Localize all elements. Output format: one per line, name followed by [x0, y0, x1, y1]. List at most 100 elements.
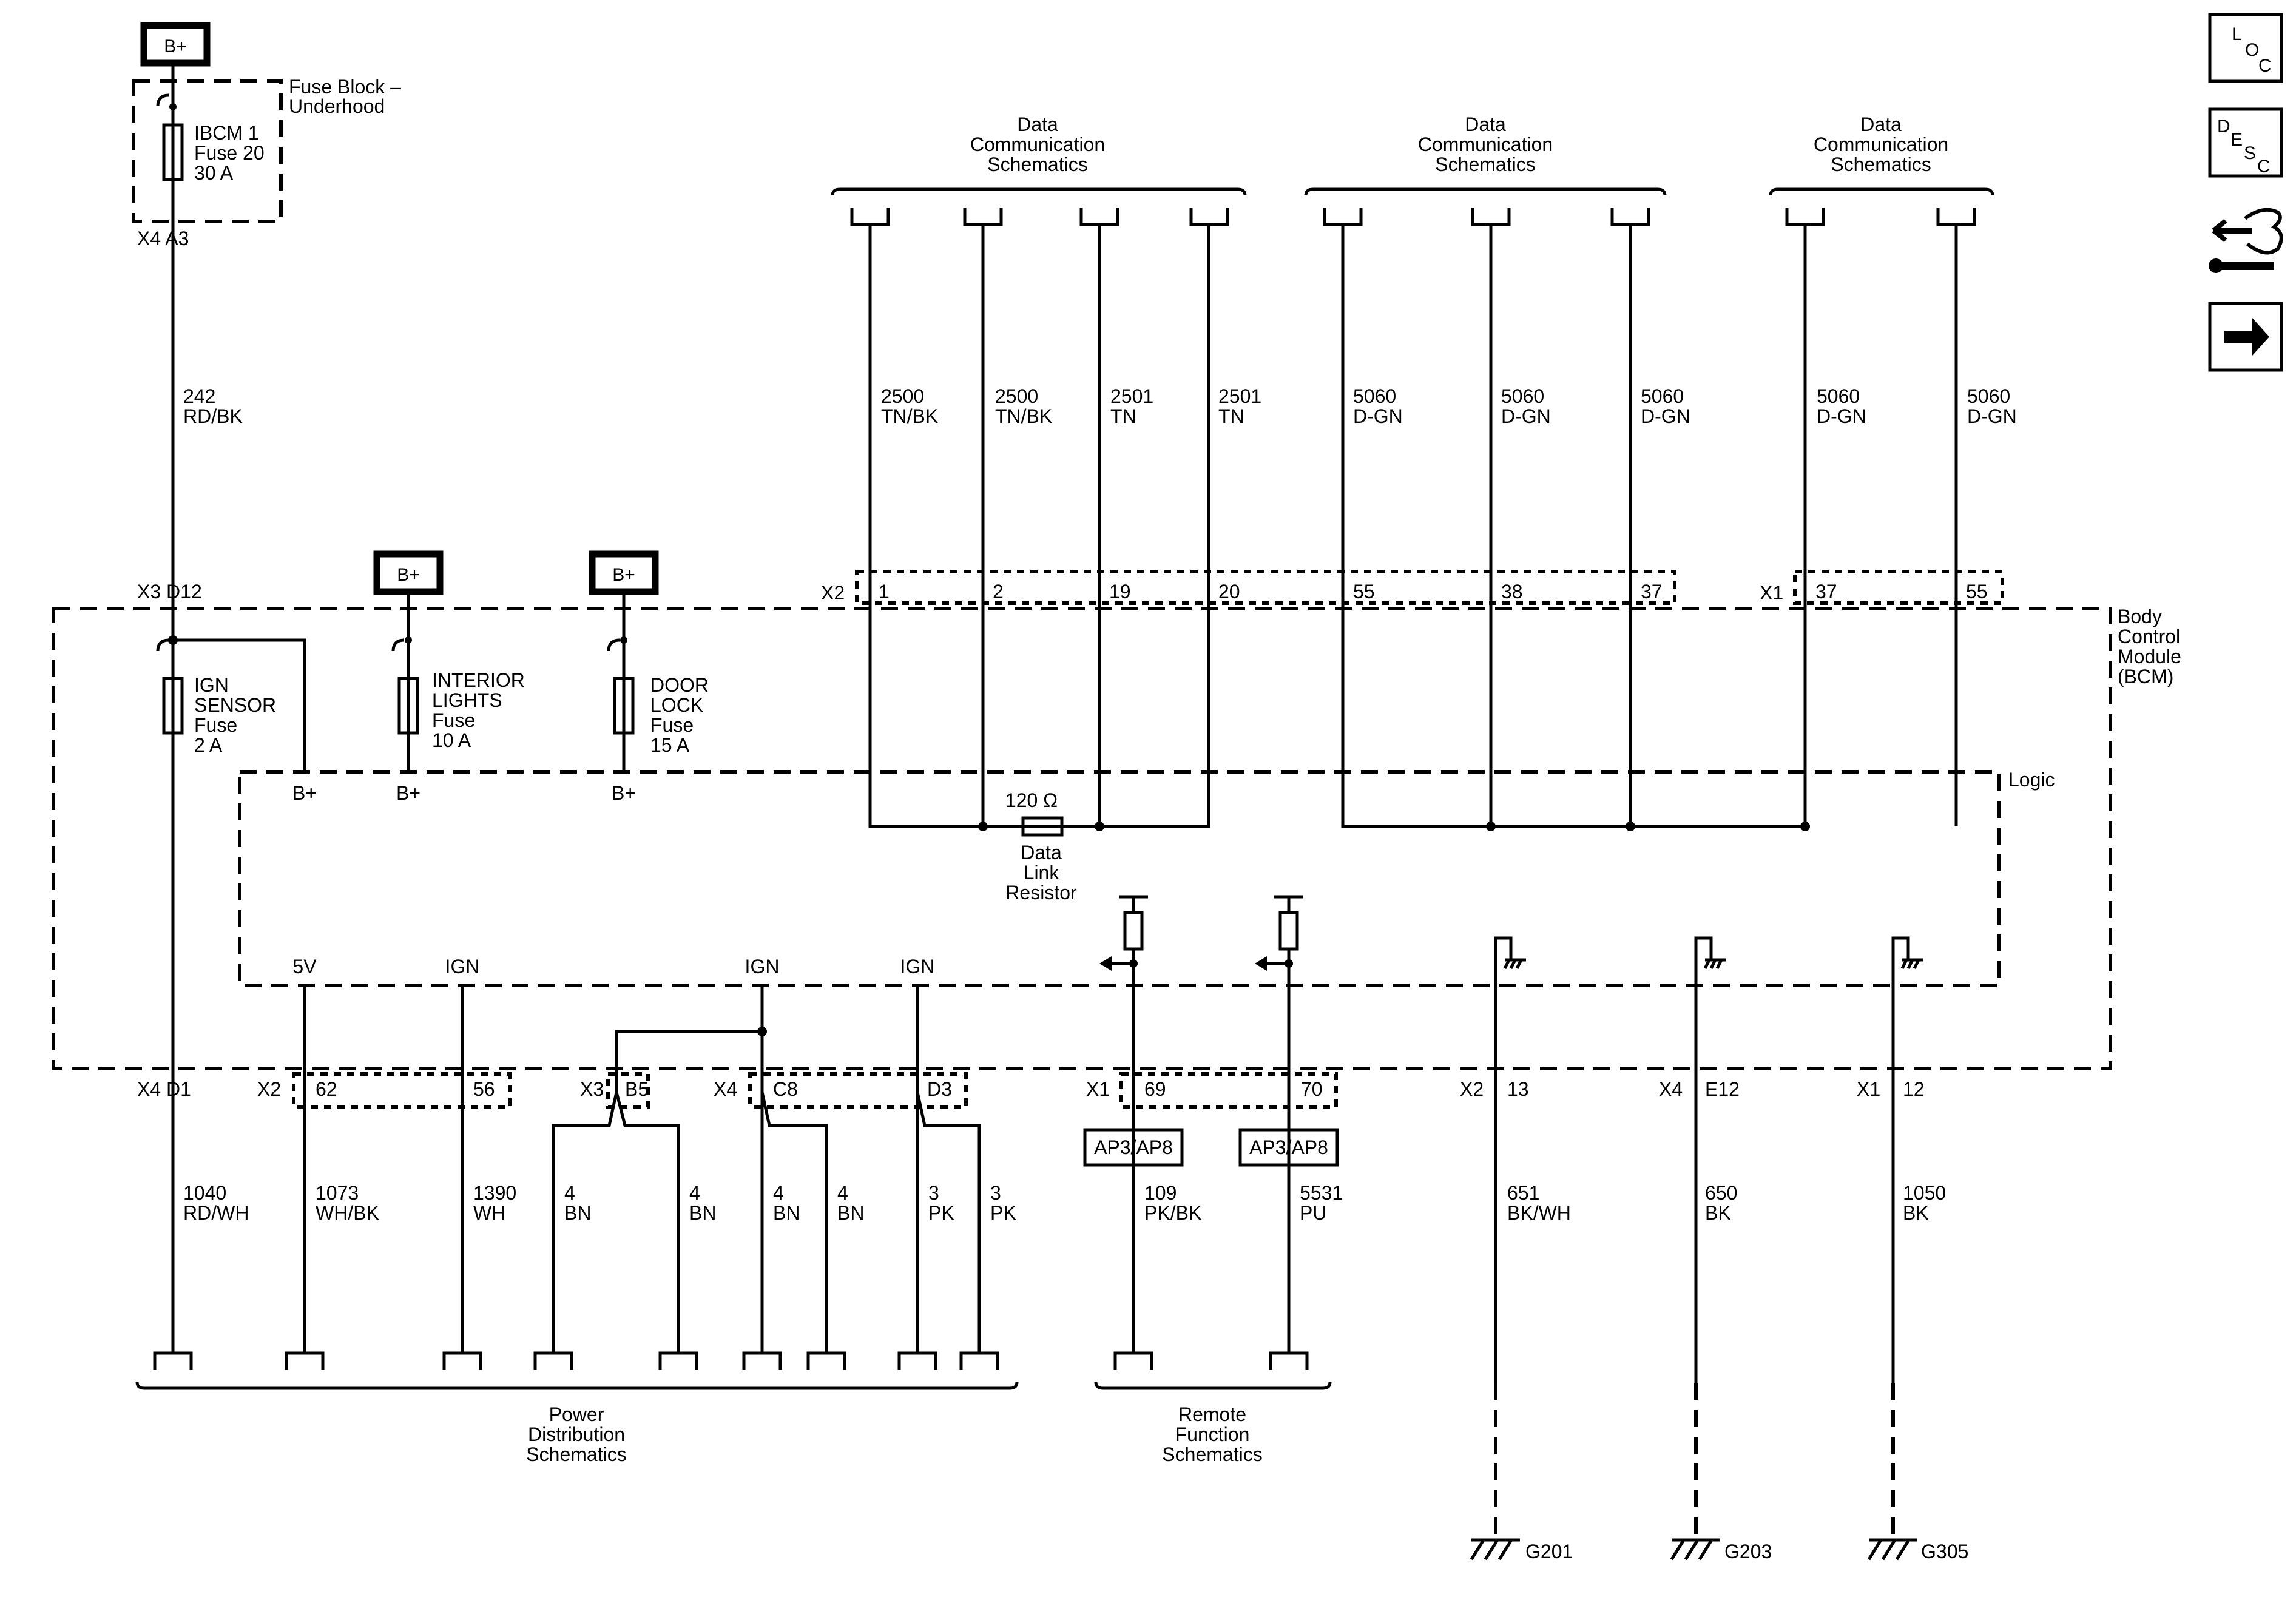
svg-text:Data: Data — [1021, 842, 1062, 863]
svg-text:BK: BK — [1705, 1202, 1731, 1224]
wire-label-4bn-a: 4 BN — [564, 1182, 591, 1224]
desc-icon[interactable]: D E S C — [2208, 107, 2283, 178]
wire-label-1050: 1050 BK — [1903, 1182, 1946, 1224]
svg-text:Communication: Communication — [1814, 133, 1948, 155]
fuse-interior-lights-label: INTERIOR LIGHTS Fuse 10 A — [432, 669, 525, 751]
svg-text:(BCM): (BCM) — [2118, 666, 2173, 687]
svg-text:BN: BN — [689, 1202, 716, 1224]
wire-label-2500-b: 2500 TN/BK — [995, 385, 1052, 427]
svg-text:69: 69 — [1144, 1078, 1166, 1100]
schematic-ref-data-comm-3: Data Communication Schematics — [1814, 113, 1948, 175]
wire-label-2501-b: 2501 TN — [1218, 385, 1261, 427]
svg-text:56: 56 — [473, 1078, 495, 1100]
connector-x4-c8-box — [748, 1072, 968, 1109]
svg-text:X2: X2 — [1460, 1078, 1484, 1100]
schematic-ref-power-dist: Power Distribution Schematics — [526, 1403, 626, 1465]
svg-text:Schematics: Schematics — [987, 154, 1087, 175]
connector-x2-top: X2 — [821, 582, 845, 604]
svg-text:1390: 1390 — [473, 1182, 516, 1204]
svg-text:L: L — [2232, 24, 2242, 44]
schematic-ref-remote-func: Remote Function Schematics — [1162, 1403, 1262, 1465]
ground-g201: G201 — [1525, 1541, 1573, 1562]
svg-text:B+: B+ — [612, 565, 635, 585]
svg-text:PU: PU — [1300, 1202, 1326, 1224]
svg-text:Resistor: Resistor — [1005, 882, 1077, 903]
connector-x1-top: X1 — [1760, 582, 1783, 604]
bcm-name: Body Control Module (BCM) — [2118, 606, 2181, 687]
svg-text:BK/WH: BK/WH — [1507, 1202, 1571, 1224]
svg-text:37: 37 — [1815, 581, 1837, 603]
svg-text:S: S — [2244, 143, 2256, 163]
connector-wrench-icon[interactable] — [2209, 208, 2283, 273]
svg-text:X4: X4 — [1659, 1078, 1683, 1100]
svg-text:20: 20 — [1218, 581, 1240, 603]
svg-text:2500: 2500 — [995, 385, 1038, 407]
svg-text:WH/BK: WH/BK — [316, 1202, 379, 1224]
wire-label-650: 650 BK — [1705, 1182, 1737, 1224]
svg-text:Control: Control — [2118, 626, 2180, 647]
svg-text:BN: BN — [773, 1202, 800, 1224]
wire-label-3pk-b: 3 PK — [990, 1182, 1016, 1224]
svg-text:O: O — [2245, 40, 2259, 60]
connector-x1-69-box — [1119, 1072, 1338, 1109]
svg-text:AP3/AP8: AP3/AP8 — [1249, 1136, 1328, 1158]
svg-text:SENSOR: SENSOR — [194, 694, 276, 716]
logic-outline — [238, 770, 2001, 987]
svg-text:Body: Body — [2118, 606, 2162, 627]
svg-text:BK: BK — [1903, 1202, 1929, 1224]
ground-g305: G305 — [1921, 1541, 1968, 1562]
power-source-bplus-top: B+ — [140, 22, 211, 67]
svg-text:TN: TN — [1110, 405, 1136, 427]
svg-text:Data: Data — [1465, 113, 1506, 135]
ap-label-1: AP3/AP8 — [1083, 1128, 1184, 1167]
svg-text:5060: 5060 — [1967, 385, 2010, 407]
arrow-right-icon[interactable] — [2208, 302, 2283, 372]
logic-label: Logic — [2008, 769, 2055, 791]
svg-text:1040: 1040 — [183, 1182, 226, 1204]
svg-text:4: 4 — [773, 1182, 784, 1204]
wire-label-2501-a: 2501 TN — [1110, 385, 1153, 427]
internal-bplus-1: B+ — [292, 782, 317, 804]
svg-text:5060: 5060 — [1501, 385, 1544, 407]
svg-text:Function: Function — [1175, 1423, 1250, 1445]
svg-text:IGN: IGN — [745, 956, 780, 977]
svg-text:PK: PK — [928, 1202, 954, 1224]
fuse-block-outline — [132, 79, 283, 223]
wire-label-5060-b: 5060 D-GN — [1501, 385, 1551, 427]
svg-text:BN: BN — [564, 1202, 591, 1224]
svg-text:5060: 5060 — [1353, 385, 1396, 407]
wire-label-3pk-a: 3 PK — [928, 1182, 954, 1224]
svg-text:X4: X4 — [714, 1078, 737, 1100]
svg-text:Communication: Communication — [1418, 133, 1553, 155]
svg-text:RD/BK: RD/BK — [183, 405, 243, 427]
connector-x4-a3: X4 A3 — [137, 228, 189, 249]
wire-label-109: 109 PK/BK — [1144, 1182, 1201, 1224]
svg-text:D3: D3 — [927, 1078, 952, 1100]
wire-label-1073: 1073 WH/BK — [316, 1182, 379, 1224]
svg-text:650: 650 — [1705, 1182, 1737, 1204]
svg-text:Fuse: Fuse — [194, 714, 237, 736]
bplus-top-label: B+ — [164, 36, 187, 56]
svg-text:5531: 5531 — [1300, 1182, 1343, 1204]
connector-x2-top-box — [855, 570, 1676, 605]
svg-text:13: 13 — [1507, 1078, 1529, 1100]
schematic-ref-data-comm-2: Data Communication Schematics — [1418, 113, 1553, 175]
wire-label-4bn-c: 4 BN — [773, 1182, 800, 1224]
svg-text:1: 1 — [879, 581, 890, 603]
svg-text:1073: 1073 — [316, 1182, 359, 1204]
svg-text:X1: X1 — [1086, 1078, 1110, 1100]
svg-text:Schematics: Schematics — [1831, 154, 1931, 175]
loc-icon[interactable]: L O C — [2208, 13, 2283, 83]
svg-text:RD/WH: RD/WH — [183, 1202, 249, 1224]
fuse-door-lock-label: DOOR LOCK Fuse 15 A — [650, 674, 709, 756]
svg-text:Schematics: Schematics — [526, 1443, 626, 1465]
svg-text:37: 37 — [1641, 581, 1663, 603]
fuse-ign-sensor-label: IGN SENSOR Fuse 2 A — [194, 674, 276, 756]
svg-text:C: C — [2258, 56, 2272, 76]
svg-text:5V: 5V — [292, 956, 317, 977]
svg-text:IGN: IGN — [445, 956, 480, 977]
svg-text:TN/BK: TN/BK — [995, 405, 1052, 427]
svg-text:D-GN: D-GN — [1967, 405, 2017, 427]
resistor-label: Data Link Resistor — [1005, 842, 1077, 903]
wire-label-5531: 5531 PU — [1300, 1182, 1343, 1224]
